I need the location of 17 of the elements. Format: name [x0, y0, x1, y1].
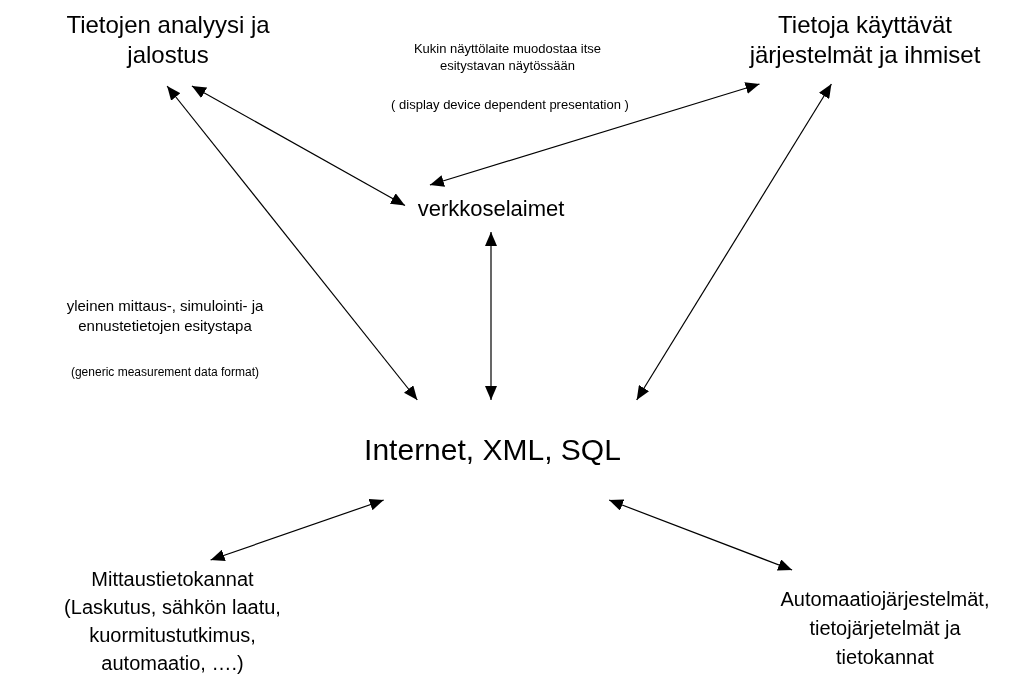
double-arrow — [636, 83, 832, 401]
double-arrow — [210, 498, 385, 562]
double-arrow — [429, 82, 761, 187]
note-text: (generic measurement data format) — [69, 364, 261, 380]
note-text: ( display device dependent presentation ) — [390, 96, 630, 113]
node-label: Internet, XML, SQL — [364, 432, 621, 468]
double-arrow — [166, 85, 418, 401]
double-arrow — [608, 499, 793, 571]
node-label: Tietoja käyttävät järjestelmät ja ihmiset — [748, 10, 982, 70]
note-text: Kukin näyttölaite muodostaa itse esitystavan näytössään — [412, 40, 603, 74]
node-label: Mittaustietokannat (Laskutus, sähkön laatu, kuormitustutkimus, automaatio, ….) — [63, 567, 282, 676]
double-arrow — [485, 231, 497, 401]
node-label: Automaatiojärjestelmät, tietojärjetelmät ja tietokannat — [779, 587, 991, 670]
node-label: verkkoselaimet — [417, 195, 565, 222]
note-text: yleinen mittaus-, simulointi- ja ennustetietojen esitystapa — [65, 296, 265, 336]
double-arrow — [191, 85, 406, 206]
node-label: Tietojen analyysi ja jalostus — [65, 10, 271, 70]
